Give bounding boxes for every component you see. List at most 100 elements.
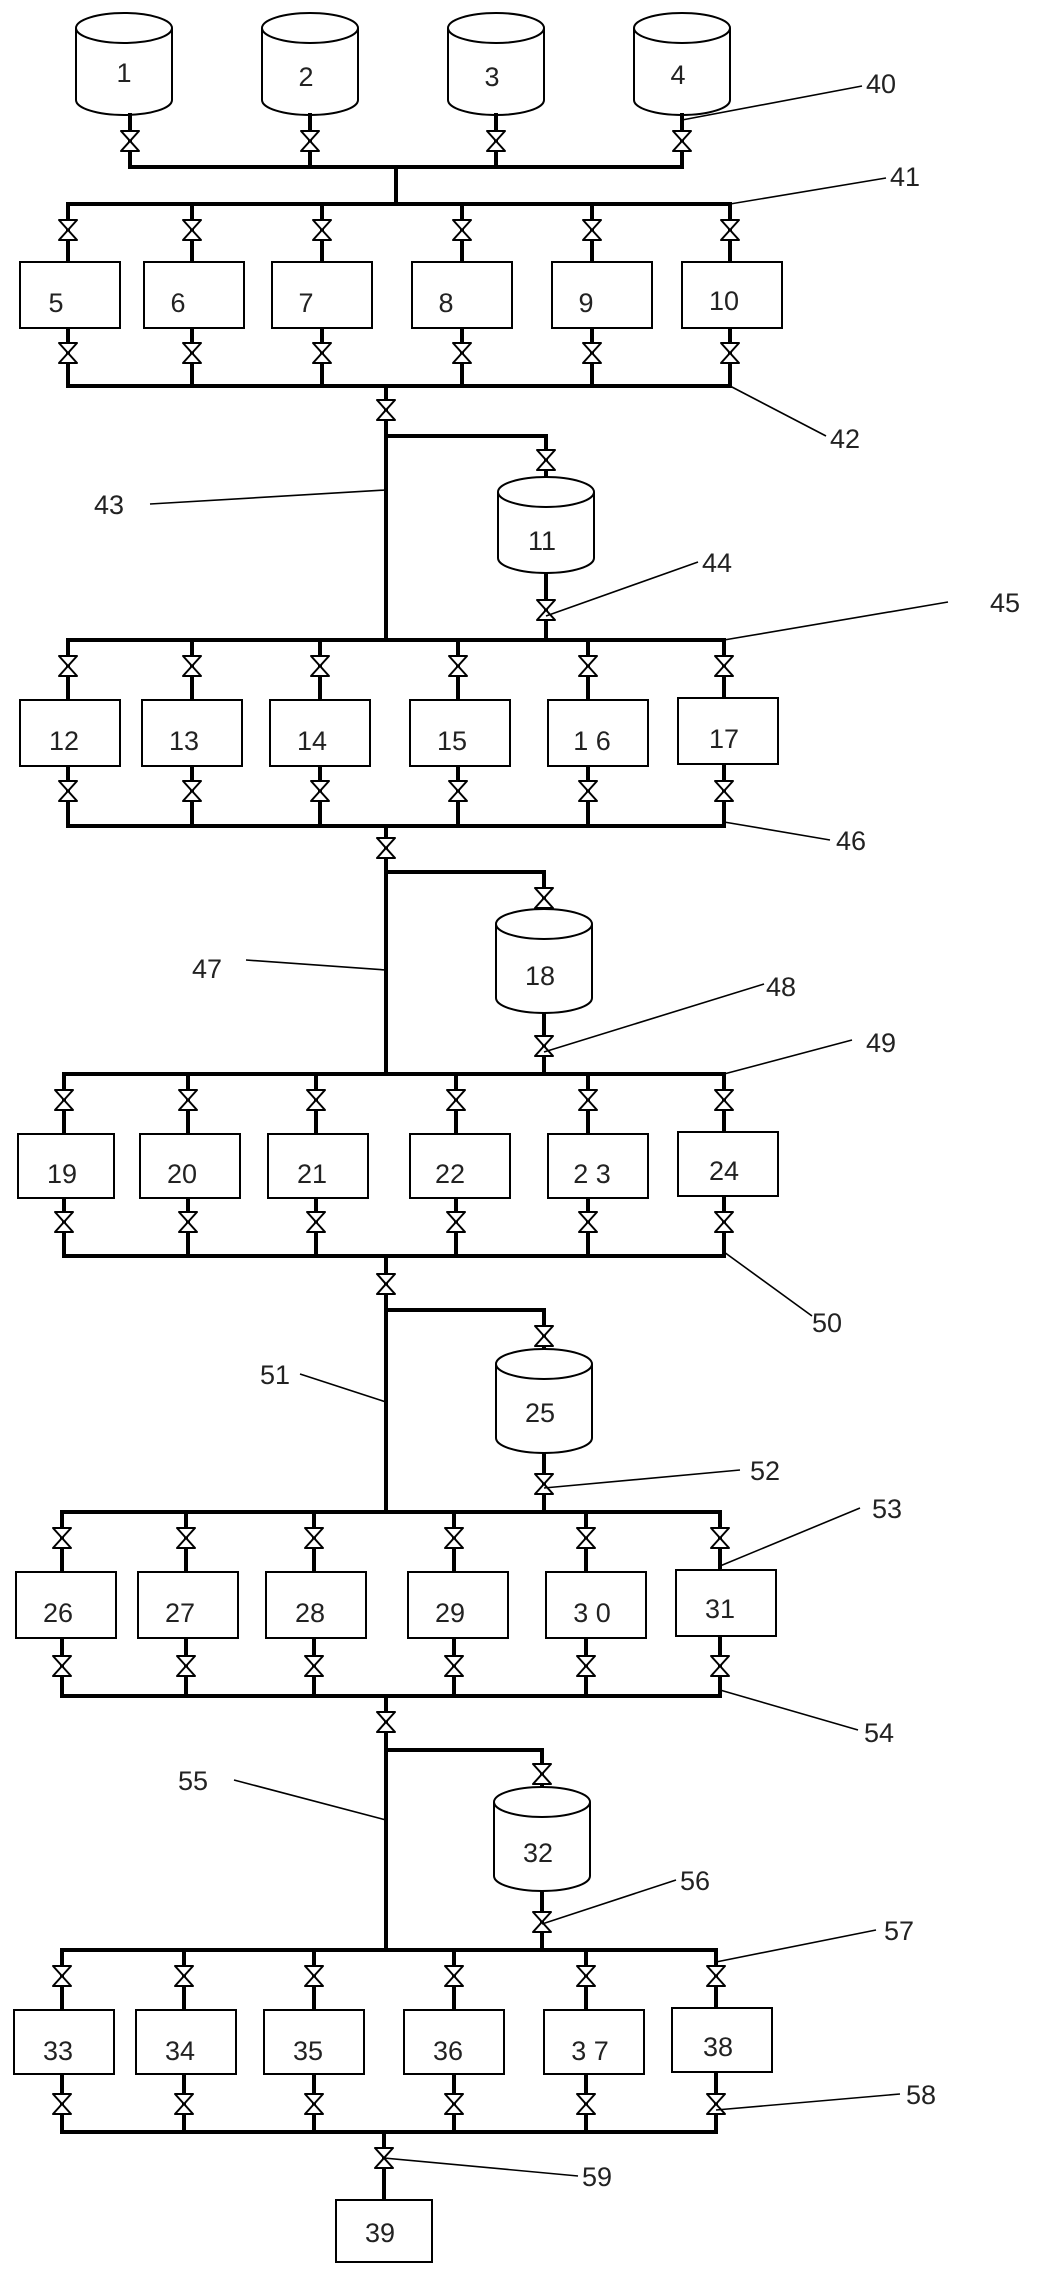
valve-icon (446, 1089, 466, 1111)
tank-label-1: 1 (116, 58, 131, 88)
valve-icon (720, 342, 740, 364)
ref-label: 43 (94, 490, 124, 520)
ref-label: 55 (178, 1766, 208, 1796)
valve-icon (534, 887, 554, 909)
stage-2: 12 13 14 15 1 6 17 (19, 638, 779, 828)
valve-icon (182, 780, 202, 802)
tank-32: 32 (493, 1786, 591, 1892)
unit-label: 14 (297, 726, 327, 756)
unit-box (409, 699, 511, 767)
valve-icon (714, 655, 734, 677)
valve-icon (720, 219, 740, 241)
valve-icon (176, 1655, 196, 1677)
valve-icon (376, 399, 396, 421)
valve-icon (52, 1965, 72, 1987)
unit-label: 15 (437, 726, 467, 756)
unit-box (15, 1571, 117, 1639)
unit-label: 31 (705, 1594, 735, 1624)
unit-label: 35 (293, 2036, 323, 2066)
valve-icon (446, 1211, 466, 1233)
unit-label: 5 (48, 288, 63, 318)
valve-icon (54, 1089, 74, 1111)
valve-icon (714, 780, 734, 802)
unit-label: 1 6 (573, 726, 611, 756)
valve-icon (58, 780, 78, 802)
unit-box (135, 2009, 237, 2075)
tank-18: 18 (495, 908, 593, 1014)
unit-box (409, 1133, 511, 1199)
unit-box (335, 2199, 433, 2263)
ref-label: 58 (906, 2080, 936, 2110)
unit-box (681, 261, 783, 329)
valve-icon (448, 655, 468, 677)
valve-icon (304, 2093, 324, 2115)
valve-icon (182, 342, 202, 364)
tank-label-11: 11 (528, 526, 556, 556)
valve-icon (58, 655, 78, 677)
transfer-2: 18 (376, 824, 593, 1076)
valve-icon (182, 219, 202, 241)
ref-label: 45 (990, 588, 1020, 618)
ref-label: 57 (884, 1916, 914, 1946)
valve-icon (52, 2093, 72, 2115)
valve-icon (534, 1035, 554, 1057)
valve-icon (714, 1211, 734, 1233)
unit-label: 34 (165, 2036, 195, 2066)
unit-label: 36 (433, 2036, 463, 2066)
unit-box (407, 1571, 509, 1639)
reference-callouts: 40 41 42 43 44 45 46 47 48 49 50 51 52 5… (94, 69, 1020, 2192)
unit-box (675, 1569, 777, 1637)
final-outlet: 39 (335, 2130, 433, 2263)
tank-label-32: 32 (523, 1838, 553, 1868)
unit-label: 29 (435, 1598, 465, 1628)
valve-icon (178, 1211, 198, 1233)
valve-icon (176, 1527, 196, 1549)
unit-box (547, 699, 649, 767)
valve-icon (174, 1965, 194, 1987)
unit-label: 24 (709, 1156, 739, 1186)
unit-label: 6 (170, 288, 185, 318)
valve-icon (58, 219, 78, 241)
tank-label-2: 2 (298, 62, 313, 92)
tank-1: 1 (75, 12, 173, 116)
unit-label: 28 (295, 1598, 325, 1628)
ref-label: 49 (866, 1028, 896, 1058)
unit-label: 22 (435, 1159, 465, 1189)
valve-icon (576, 2093, 596, 2115)
valve-icon (452, 219, 472, 241)
tank-label-18: 18 (525, 961, 555, 991)
valve-icon (306, 1211, 326, 1233)
valve-icon (578, 1089, 598, 1111)
ref-label: 48 (766, 972, 796, 1002)
ref-label: 41 (890, 162, 920, 192)
valve-icon (58, 342, 78, 364)
valve-icon (534, 1473, 554, 1495)
ref-label: 40 (866, 69, 896, 99)
unit-label: 27 (165, 1598, 195, 1628)
unit-box (271, 261, 373, 329)
tank-2: 2 (261, 12, 359, 116)
valve-icon (304, 1527, 324, 1549)
ref-label: 46 (836, 826, 866, 856)
valve-icon (304, 1965, 324, 1987)
tank-label-4: 4 (670, 60, 685, 90)
valve-icon (486, 130, 506, 152)
valve-icon (578, 780, 598, 802)
unit-box (143, 261, 245, 329)
ref-label: 54 (864, 1718, 894, 1748)
unit-label: 8 (438, 288, 453, 318)
valve-icon (576, 1655, 596, 1677)
unit-box (269, 699, 371, 767)
valve-icon (536, 599, 556, 621)
valve-icon (444, 1655, 464, 1677)
unit-label: 38 (703, 2032, 733, 2062)
valve-icon (174, 2093, 194, 2115)
ref-label: 50 (812, 1308, 842, 1338)
stage-5: 33 34 35 36 3 7 38 (13, 1948, 773, 2134)
valve-icon (376, 1711, 396, 1733)
valve-icon (312, 219, 332, 241)
ref-label: 44 (702, 548, 732, 578)
unit-box (265, 1571, 367, 1639)
unit-box (267, 1133, 369, 1199)
